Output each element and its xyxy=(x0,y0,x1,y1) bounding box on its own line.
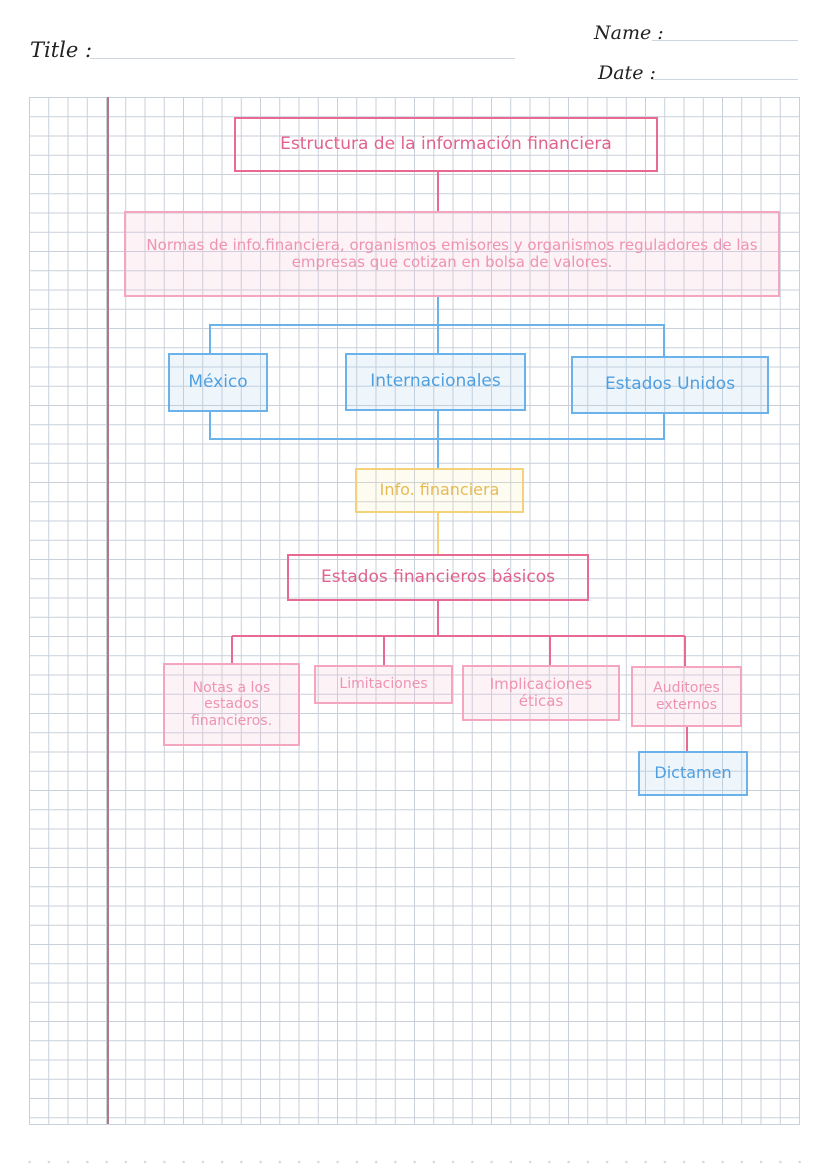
node-notas: Notas a los estados financieros. xyxy=(163,663,300,746)
name-line[interactable] xyxy=(652,40,798,41)
node-auditores: Auditores externos xyxy=(631,666,742,727)
node-implicaciones-label: Implicaciones éticas xyxy=(489,674,593,710)
node-info-financiera: Info. financiera xyxy=(355,468,524,513)
name-label: Name : xyxy=(594,22,664,44)
node-limitaciones-label: Limitaciones xyxy=(339,676,428,693)
node-dictamen-label: Dictamen xyxy=(654,763,732,783)
title-line[interactable] xyxy=(90,58,515,59)
node-internacionales: Internacionales xyxy=(345,353,526,411)
node-implicaciones: Implicaciones éticas xyxy=(462,665,620,721)
node-mexico: México xyxy=(168,353,268,412)
date-label: Date : xyxy=(598,62,656,84)
node-root: Estructura de la información financiera xyxy=(234,117,658,172)
node-dictamen: Dictamen xyxy=(638,751,748,796)
node-normas: Normas de info.financiera, organismos em… xyxy=(124,211,780,297)
node-auditores-label: Auditores externos xyxy=(653,680,720,713)
node-estados-unidos-label: Estados Unidos xyxy=(604,374,736,395)
node-info-financiera-label: Info. financiera xyxy=(379,480,500,500)
node-estados-financieros-label: Estados financieros básicos xyxy=(320,566,555,587)
node-internacionales-label: Internacionales xyxy=(370,371,501,392)
node-mexico-label: México xyxy=(188,371,248,392)
node-normas-label: Normas de info.financiera, organismos em… xyxy=(146,235,758,271)
bottom-dotted-border xyxy=(20,1160,810,1164)
node-root-label: Estructura de la información financiera xyxy=(280,133,612,154)
grid-paper xyxy=(29,97,800,1125)
node-estados-financieros: Estados financieros básicos xyxy=(287,554,589,601)
node-estados-unidos: Estados Unidos xyxy=(571,356,769,414)
title-label: Title : xyxy=(30,38,93,62)
date-line[interactable] xyxy=(652,79,798,80)
margin-line xyxy=(107,97,109,1124)
node-notas-label: Notas a los estados financieros. xyxy=(190,680,273,729)
node-limitaciones: Limitaciones xyxy=(314,665,453,704)
